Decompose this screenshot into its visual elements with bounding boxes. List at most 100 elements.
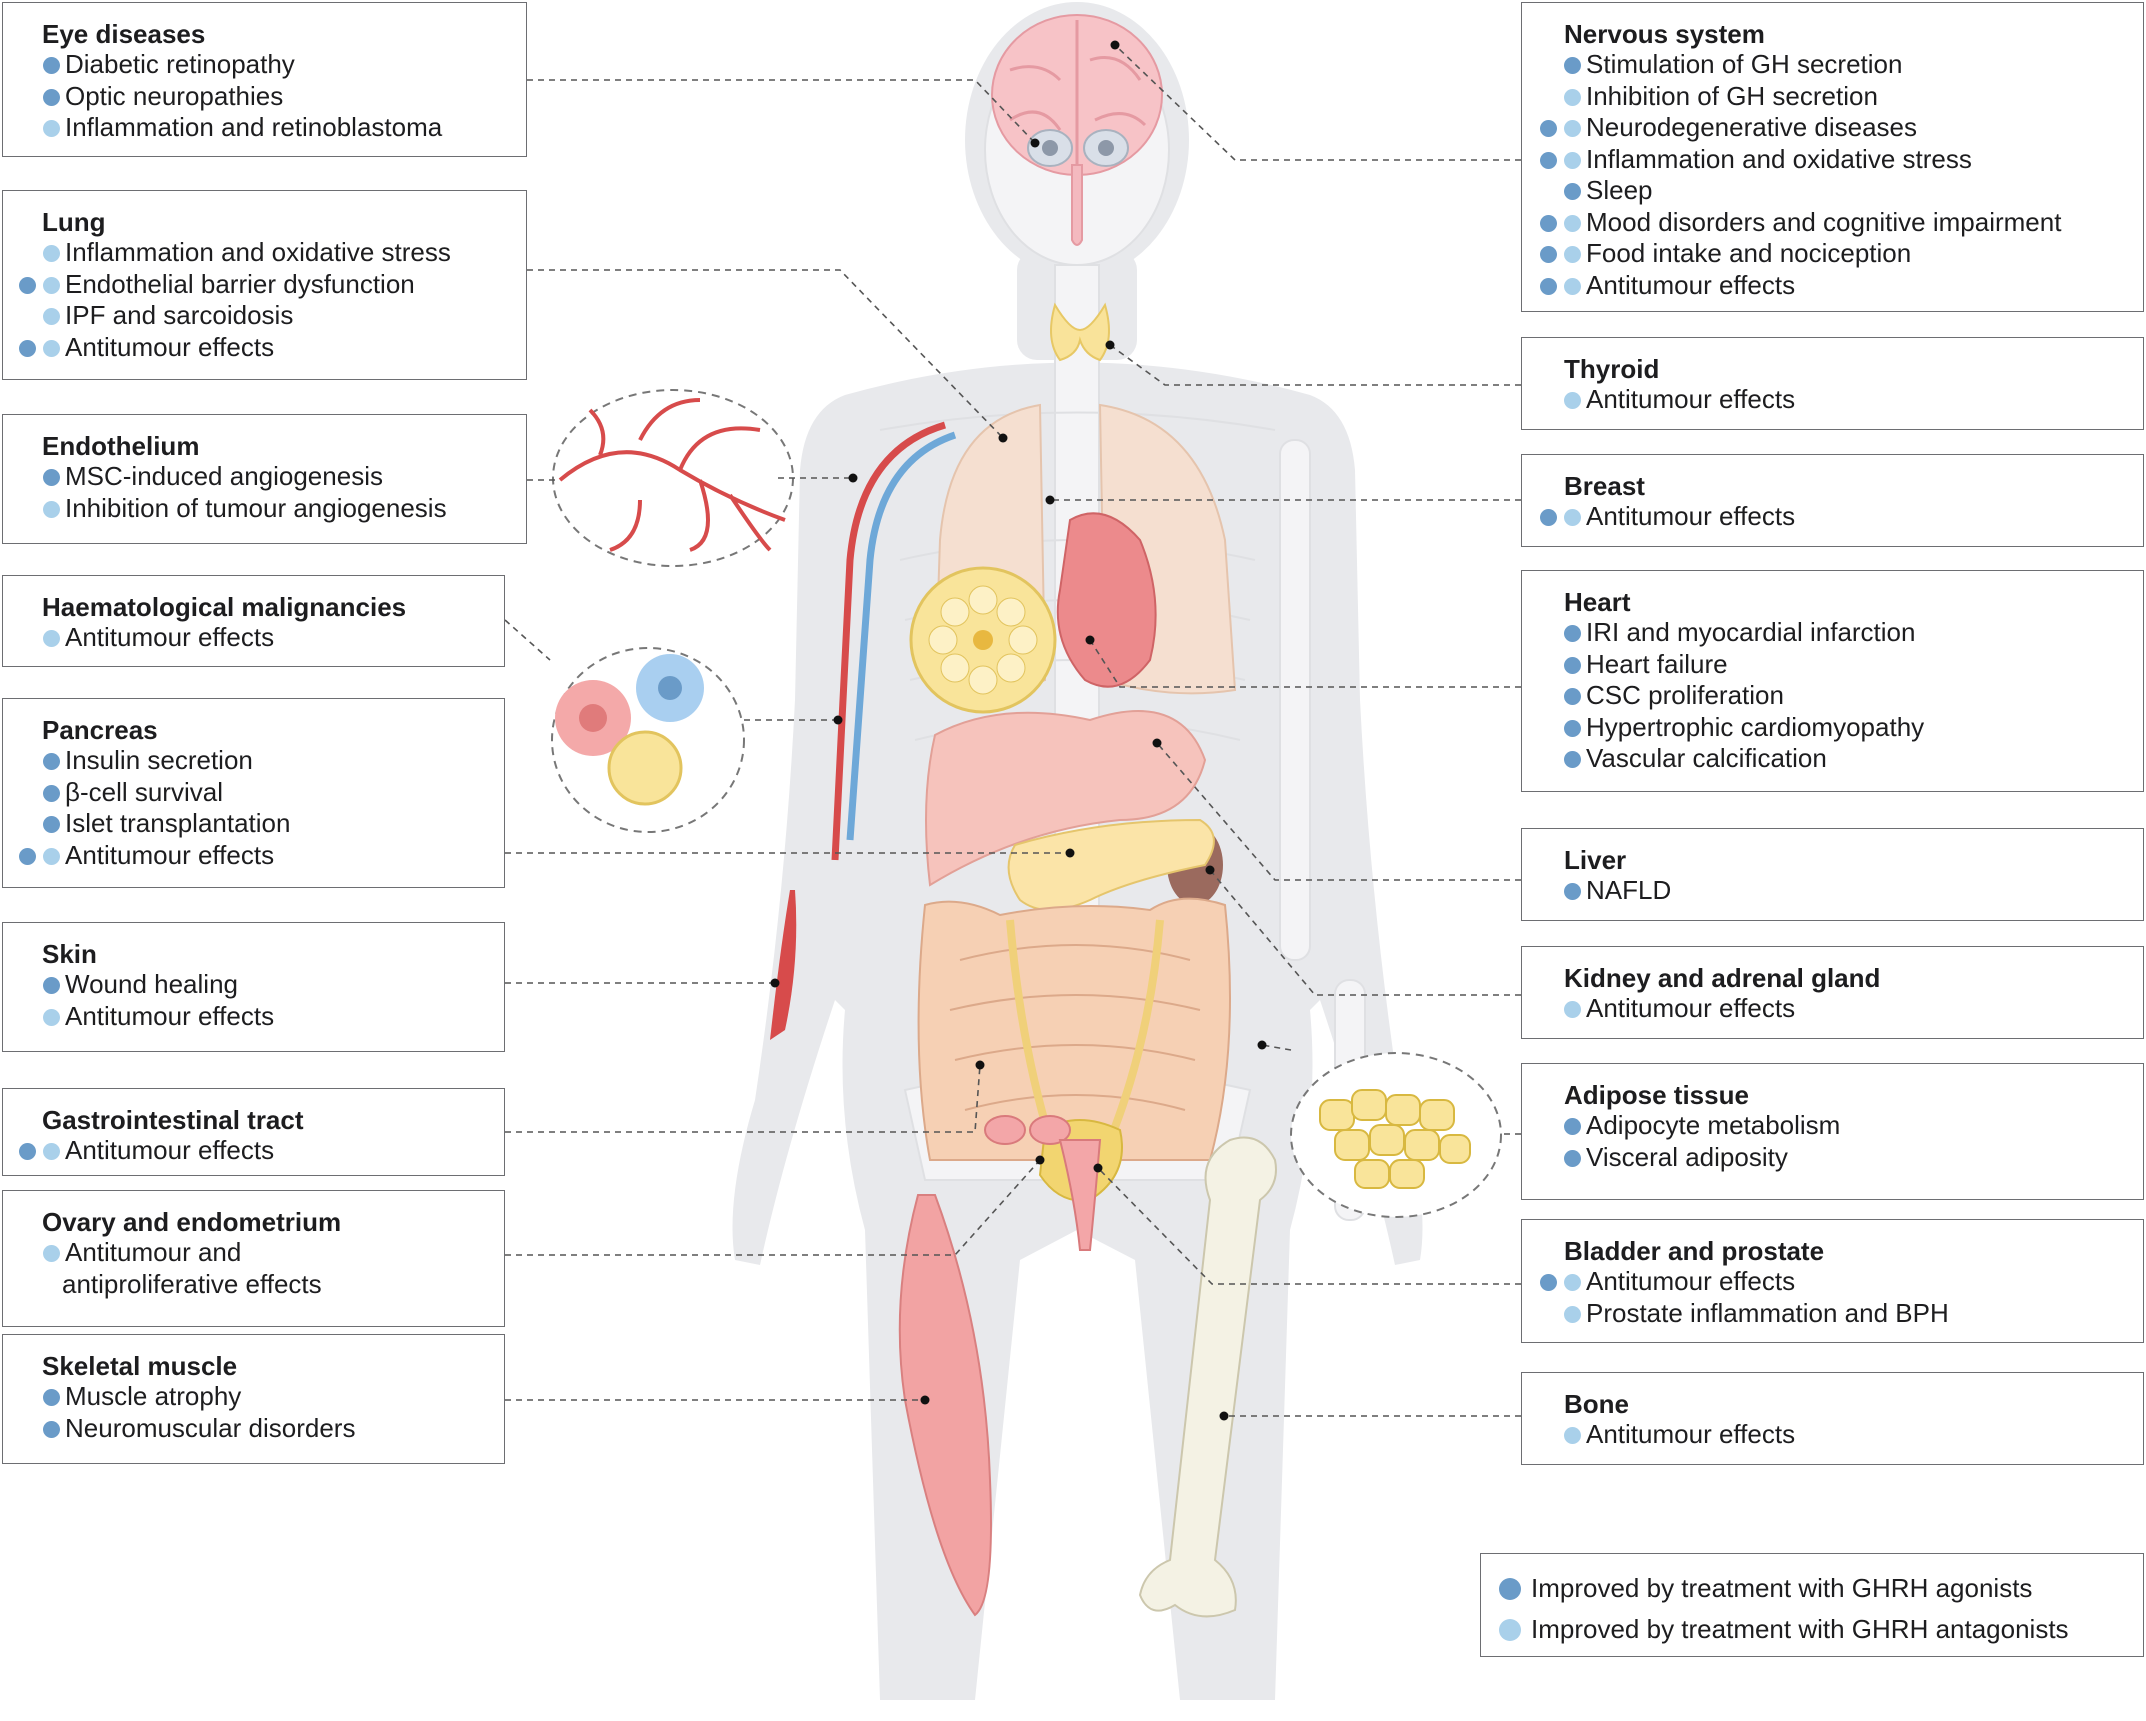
box-item: Antitumour and [3,1237,504,1269]
box-title: Liver [1564,845,1627,875]
box-item: Antitumour effects [1522,993,2143,1025]
box-item: antiproliferative effects [3,1269,504,1301]
box-title: Adipose tissue [1564,1080,1749,1110]
box-item: Antitumour effects [1522,501,2143,533]
skeletal-muscle [898,1194,992,1617]
antagonist-dot [43,276,60,294]
agonist-dot [1540,277,1557,295]
antagonist-dot [1564,214,1581,232]
skin [770,890,797,1040]
box-item-label: Muscle atrophy [65,1381,242,1411]
box-item-label: Stimulation of GH secretion [1586,49,1903,79]
box-item: Neuromuscular disorders [3,1413,504,1445]
antagonist-dot [1564,120,1581,137]
agonist-dot [1499,1578,1521,1600]
box-title: Thyroid [1564,354,1660,384]
box-title: Haematological malignancies [42,592,407,622]
box-item-label: Optic neuropathies [65,80,284,111]
box-title: Heart [1564,587,1631,617]
thyroid [1050,302,1110,362]
box-item: IRI and myocardial infarction [1522,617,2143,649]
agonist-dot [43,977,60,994]
box-item-label: Vascular calcification [1586,743,1827,773]
box-item: Inhibition of GH secretion [1522,81,2143,113]
liver [925,710,1207,887]
box-item-label: IRI and myocardial infarction [1586,617,1916,647]
antagonist-dot [1564,1001,1581,1018]
agonist-dot [19,339,36,357]
box-item-label: Food intake and nociception [1586,238,1912,268]
antagonist-dot [1564,88,1581,106]
box-item: Wound healing [3,969,504,1001]
agonist-dot [1564,625,1581,642]
agonist-dot [43,88,60,106]
box-item-label: Adipocyte metabolism [1586,1110,1841,1140]
box-title: Gastrointestinal tract [42,1105,304,1135]
box-item-label: antiproliferative effects [62,1268,322,1299]
box-item-label: Antitumour effects [1586,1419,1796,1449]
antagonist-dot [1564,151,1581,169]
legend-agonist-label: Improved by treatment with GHRH agonists [1531,1573,2033,1603]
agonist-dot [1540,120,1557,137]
box-item: Inhibition of tumour angiogenesis [3,493,526,525]
box-item-label: Mood disorders and cognitive impairment [1586,206,2062,237]
antagonist-dot [43,245,60,262]
box-item: Inflammation and oxidative stress [3,237,526,269]
box-item: Inflammation and oxidative stress [1522,144,2143,176]
antagonist-dot [1564,1427,1581,1444]
box-item: Optic neuropathies [3,81,526,113]
box-item-label: Inflammation and oxidative stress [65,237,451,267]
agonist-dot [1564,883,1581,900]
antagonist-dot [43,120,60,137]
box-item-label: Inhibition of tumour angiogenesis [65,492,447,523]
box-item-label: Antitumour effects [65,331,275,362]
box-item: Adipocyte metabolism [1522,1110,2143,1142]
box-item: Islet transplantation [3,808,504,840]
box-item: Vascular calcification [1522,743,2143,775]
antagonist-dot [1564,277,1581,295]
femur-bone [1138,1136,1277,1618]
endothelium-inset [552,389,794,567]
box-item: Antitumour effects [1522,1419,2143,1451]
box-item-label: Antitumour effects [65,622,275,652]
box-item-label: Inflammation and retinoblastoma [65,112,443,142]
agonist-dot [1564,719,1581,737]
agonist-dot [43,469,60,486]
box-item: Inflammation and retinoblastoma [3,112,526,144]
box-item-label: MSC-induced angiogenesis [65,461,383,491]
box-item-label: β-cell survival [65,776,223,807]
box-item-label: Insulin secretion [65,745,253,775]
agonist-dot [1564,688,1581,705]
box-title: Nervous system [1564,19,1765,49]
box-item-label: Wound healing [65,969,238,999]
agonist-dot [43,784,60,802]
box-item: Antitumour effects [3,840,504,872]
agonist-dot [19,276,36,294]
box-title: Bone [1564,1389,1629,1419]
box-item-label: NAFLD [1586,875,1672,905]
box-title: Pancreas [42,715,158,745]
ureters [1006,919,1164,1142]
box-title: Skeletal muscle [42,1351,238,1381]
vein [846,431,957,841]
antagonist-dot [43,339,60,357]
antagonist-dot [43,500,60,518]
box-item: Muscle atrophy [3,1381,504,1413]
box-item-label: Antitumour effects [65,1000,275,1031]
antagonist-dot [43,1245,60,1262]
agonist-dot [43,1389,60,1406]
box-item-label: Antitumour and [65,1237,242,1267]
box-item-label: Visceral adiposity [1586,1141,1788,1172]
antagonist-dot [43,308,60,325]
adipose-inset [1290,1052,1502,1218]
